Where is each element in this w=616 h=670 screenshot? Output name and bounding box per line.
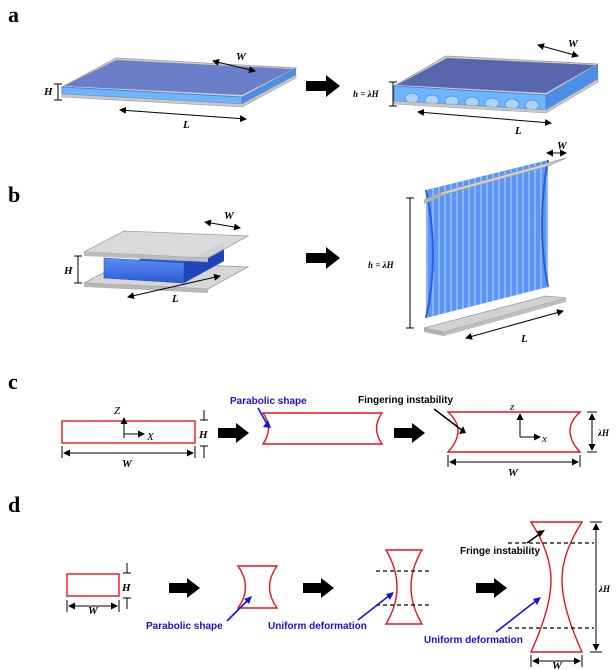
label-W-b: W [224, 210, 235, 222]
shape-parabolic-c [261, 412, 384, 445]
arrow-c1 [218, 423, 249, 443]
shape-fingering-c [446, 411, 582, 453]
dim-W-b [204, 219, 241, 231]
arrow-d1 [169, 578, 200, 598]
panel-label-b: b [8, 182, 20, 207]
column-stretched [423, 157, 567, 336]
label-L-b2: L [520, 333, 528, 345]
shape-parabolic-d [236, 565, 279, 609]
dim-L-b [127, 273, 221, 300]
label-L-a2: L [514, 125, 522, 137]
label-h-eq-a: h = λH [353, 89, 380, 99]
panel-label-a: a [8, 2, 19, 27]
panel-label-c: c [8, 369, 18, 394]
label-W-c2: W [508, 467, 519, 479]
label-lambdaH-c: λH [597, 428, 610, 438]
dim-W-a [212, 58, 256, 74]
arrow-d2 [303, 578, 334, 598]
label-lambdaH-d: λH [598, 584, 611, 594]
label-H-a: H [43, 86, 53, 98]
pointer-uniform-d1 [357, 594, 391, 621]
axis-z-label: z [509, 401, 515, 413]
pointer-uniform-d2 [495, 599, 538, 633]
arrow-d3 [476, 578, 507, 598]
axis-Z-label: Z [114, 405, 121, 417]
annotation-fringe: Fringe instability [460, 546, 540, 557]
label-h-eq-b: h = λH [368, 260, 395, 270]
shape-uniform-d2 [529, 521, 584, 653]
annotation-uniform-d1: Uniform deformation [268, 621, 367, 632]
column-initial [82, 230, 250, 293]
annotation-fingering: Fingering instability [358, 395, 453, 406]
slab-deformed [392, 55, 600, 114]
pointer-parabolic-d [226, 599, 249, 622]
label-H-d: H [121, 582, 131, 594]
label-W-c: W [122, 458, 133, 470]
pointer-fringe [526, 532, 542, 544]
rect-initial-d [66, 573, 120, 597]
label-W-d2: W [552, 660, 563, 670]
label-W-d: W [88, 605, 99, 617]
slab-initial [60, 57, 298, 108]
dim-L-b2 [465, 309, 564, 340]
label-H-c: H [198, 429, 208, 441]
axis-X-label: X [146, 431, 155, 443]
label-W-b2: W [557, 140, 568, 152]
pointer-fingering [433, 408, 464, 432]
arrow-b [306, 247, 340, 269]
label-H-b: H [63, 265, 73, 277]
panel-label-d: d [8, 492, 20, 517]
dim-L-a2 [417, 109, 552, 126]
axis-x-label: x [541, 433, 547, 445]
annotation-parabolic-d: Parabolic shape [146, 621, 223, 632]
annotation-uniform-d2: Uniform deformation [424, 635, 523, 646]
dim-L-a [119, 106, 247, 123]
label-L-b: L [171, 293, 179, 305]
shape-uniform-d1 [384, 549, 424, 625]
label-L-a: L [182, 119, 190, 131]
dim-W-a2 [537, 43, 579, 58]
pointer-parabolic-c [257, 407, 268, 425]
label-W-a: W [236, 51, 247, 63]
arrow-c2 [394, 423, 425, 443]
label-W-a2: W [568, 38, 579, 50]
annotation-parabolic-c: Parabolic shape [230, 396, 307, 407]
arrow-a [306, 75, 340, 97]
rect-initial-c [61, 420, 196, 444]
